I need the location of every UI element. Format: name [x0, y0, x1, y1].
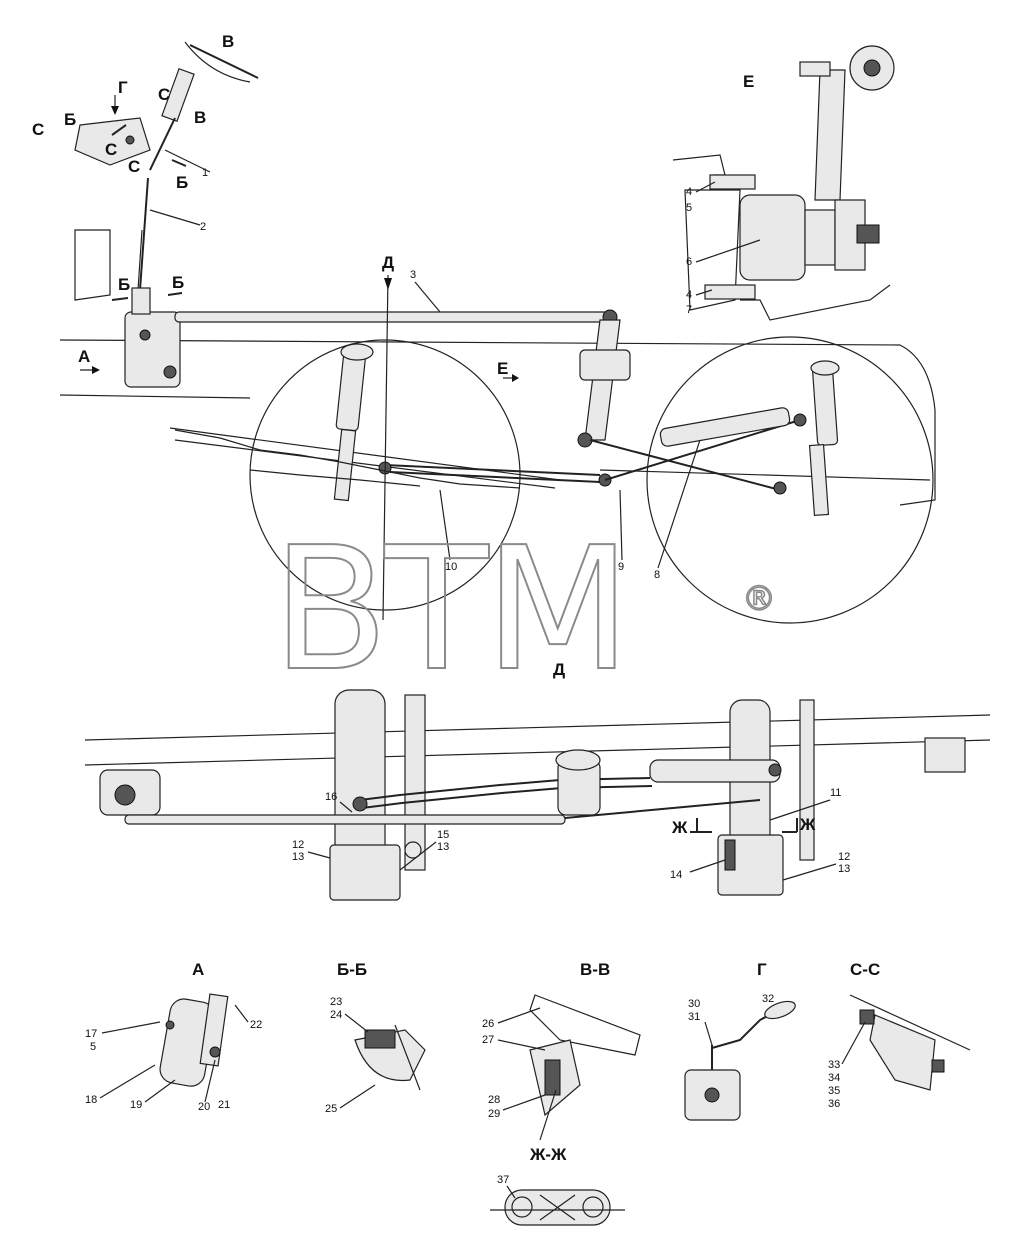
section-zh-zh: Ж-Ж 37	[490, 1145, 625, 1226]
drag-link	[174, 309, 618, 325]
rear-cylinder	[808, 360, 840, 517]
callout-25: 25	[325, 1103, 337, 1115]
callout-32: 32	[762, 993, 774, 1005]
section-b-b: Б-Б 23 24 25	[325, 960, 426, 1115]
watermark-logo: BTM ®	[271, 510, 777, 710]
view-label-b-2: Б	[176, 173, 188, 192]
view-label-s-2: С	[32, 120, 44, 139]
frame-cab	[59, 229, 936, 506]
view-label-s-1: С	[158, 85, 170, 104]
watermark-registered: ®	[742, 579, 776, 619]
view-label-e: Е	[743, 72, 754, 91]
callout-36: 36	[828, 1098, 840, 1110]
callout-7: 7	[686, 304, 692, 316]
bell-crank	[577, 319, 631, 487]
callout-13-c: 13	[838, 863, 850, 875]
leaf-spring	[174, 429, 521, 489]
callout-24: 24	[330, 1009, 342, 1021]
view-label-a: А	[192, 960, 204, 979]
callout-31: 31	[688, 1011, 700, 1023]
callout-28: 28	[488, 1094, 500, 1106]
watermark-text: BTM	[272, 511, 627, 709]
steering-gear	[124, 287, 181, 388]
view-label-s-4: С	[128, 157, 140, 176]
front-cylinder	[333, 343, 374, 502]
steering-column	[74, 41, 259, 291]
callout-23: 23	[330, 996, 342, 1008]
callout-26: 26	[482, 1018, 494, 1030]
callout-13-b: 13	[437, 841, 449, 853]
view-label-d-top: Д	[382, 253, 394, 272]
callout-29: 29	[488, 1108, 500, 1120]
view-label-zh-right: Ж	[799, 815, 816, 834]
callout-12-a: 12	[292, 839, 304, 851]
view-label-bb: Б-Б	[337, 960, 367, 979]
callout-37: 37	[497, 1174, 509, 1186]
callout-34: 34	[828, 1072, 840, 1084]
top-view-d: Д Ж Ж 16 12 13	[84, 660, 991, 901]
callout-11: 11	[830, 787, 841, 799]
view-label-g: Г	[118, 78, 128, 97]
callout-35: 35	[828, 1085, 840, 1097]
callout-20: 20	[198, 1101, 210, 1113]
section-s-s: С-С 33 34 35 36	[828, 960, 971, 1110]
callout-27: 27	[482, 1034, 494, 1046]
view-label-b-1: Б	[64, 110, 76, 129]
callout-12-b: 12	[838, 851, 850, 863]
callout-8: 8	[654, 569, 660, 581]
callout-33: 33	[828, 1059, 840, 1071]
callout-9: 9	[618, 561, 624, 573]
view-label-s-3: С	[105, 140, 117, 159]
view-label-e-arrow: Е	[497, 359, 508, 378]
view-g: Г 30 31 32	[684, 960, 796, 1121]
view-label-b-4: Б	[172, 273, 184, 292]
detail-a: А 17 5 18 19 20 21 22	[85, 960, 262, 1113]
callout-2: 2	[200, 221, 206, 233]
view-label-v-top: В	[222, 32, 234, 51]
rear-wheel	[646, 336, 934, 624]
callout-30: 30	[688, 998, 700, 1010]
callout-17: 17	[85, 1028, 97, 1040]
callout-19: 19	[130, 1099, 142, 1111]
callout-6: 6	[686, 256, 692, 268]
callout-16: 16	[325, 791, 337, 803]
view-label-b-3: Б	[118, 275, 130, 294]
view-label-ss: С-С	[850, 960, 880, 979]
view-label-v-2: В	[194, 108, 206, 127]
callout-15: 15	[437, 829, 449, 841]
view-label-g-detail: Г	[757, 960, 767, 979]
callout-18: 18	[85, 1094, 97, 1106]
callout-4-b: 4	[686, 289, 692, 301]
callout-21: 21	[218, 1099, 230, 1111]
detail-view-e: Е 4 5 6 4 7	[672, 45, 895, 321]
section-v-v: В-В 26 27 28 29	[482, 960, 641, 1141]
section-line-d	[382, 274, 392, 621]
callout-14: 14	[670, 869, 682, 881]
view-label-zh-left: Ж	[671, 818, 688, 837]
side-view: В Г С В Б С С С Б Б Б Д А Е 1 2 3 10 9 8	[32, 32, 936, 624]
view-label-zhzh: Ж-Ж	[529, 1145, 567, 1164]
callout-10: 10	[445, 561, 457, 573]
callout-1: 1	[202, 167, 208, 179]
callout-5-a: 5	[90, 1041, 96, 1053]
view-label-vv: В-В	[580, 960, 610, 979]
view-label-a-top: А	[78, 347, 90, 366]
callout-3: 3	[410, 269, 416, 281]
callout-5: 5	[686, 202, 692, 214]
callout-4-a: 4	[686, 186, 692, 198]
callout-13-a: 13	[292, 851, 304, 863]
front-wheel	[249, 339, 521, 611]
callout-22: 22	[250, 1019, 262, 1031]
section-arrows	[80, 95, 519, 382]
view-label-d: Д	[553, 660, 565, 679]
